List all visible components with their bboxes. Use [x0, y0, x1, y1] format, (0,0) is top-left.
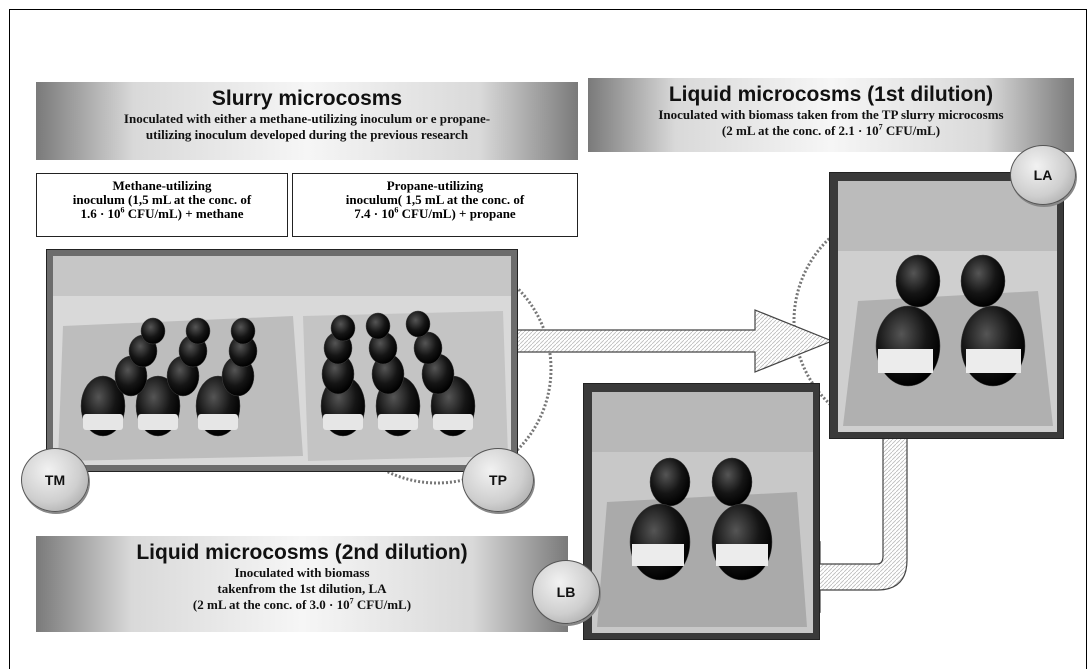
methane-box-line3: 1.6 · 106 CFU/mL) + methane — [80, 205, 244, 221]
methane-inoculum-box: Methane-utilizing inoculum (1,5 mL at th… — [36, 173, 288, 237]
slurry-photo-image — [53, 256, 511, 465]
liquid1-desc-line1: Inoculated with biomass taken from the T… — [658, 107, 1004, 122]
liquid2-desc-line3: (2 mL at the conc. of 3.0 · 107 CFU/mL) — [192, 596, 412, 612]
propane-inoculum-box: Propane-utilizing inoculum( 1,5 mL at th… — [292, 173, 578, 237]
liquid2-banner: Liquid microcosms (2nd dilution) Inocula… — [36, 536, 568, 632]
propane-box-line2: inoculum( 1,5 mL at the conc. of — [345, 192, 525, 207]
lb-photo-image — [592, 392, 813, 633]
lb-microcosms-photo — [583, 383, 820, 640]
liquid2-desc-line1: Inoculated with biomass — [234, 565, 370, 580]
slurry-desc-line1: Inoculated with either a methane-utilizi… — [123, 111, 491, 126]
slurry-microcosms-photo — [46, 249, 518, 472]
la-microcosms-photo — [829, 172, 1064, 439]
liquid1-desc-line2: (2 mL at the conc. of 2.1 · 107 CFU/mL) — [721, 122, 941, 138]
slurry-title: Slurry microcosms — [211, 87, 403, 110]
propane-box-line3: 7.4 · 106 CFU/mL) + propane — [354, 205, 516, 221]
figure-frame — [9, 9, 1087, 669]
liquid1-title: Liquid microcosms (1st dilution) — [668, 83, 994, 106]
slurry-banner: Slurry microcosms Inoculated with either… — [36, 82, 578, 160]
tp-marker: TP — [462, 448, 534, 512]
methane-box-line1: Methane-utilizing — [112, 178, 212, 193]
la-photo-image — [838, 181, 1057, 432]
lb-marker: LB — [532, 560, 600, 624]
tm-marker: TM — [21, 448, 89, 512]
methane-box-line2: inoculum (1,5 mL at the conc. of — [72, 192, 252, 207]
liquid2-desc-line2: takenfrom the 1st dilution, LA — [217, 581, 387, 596]
liquid2-title: Liquid microcosms (2nd dilution) — [136, 541, 468, 564]
liquid1-banner: Liquid microcosms (1st dilution) Inocula… — [588, 78, 1074, 152]
la-marker: LA — [1010, 145, 1076, 205]
propane-box-line1: Propane-utilizing — [386, 178, 484, 193]
slurry-desc-line2: utilizing inoculum developed during the … — [145, 127, 469, 142]
